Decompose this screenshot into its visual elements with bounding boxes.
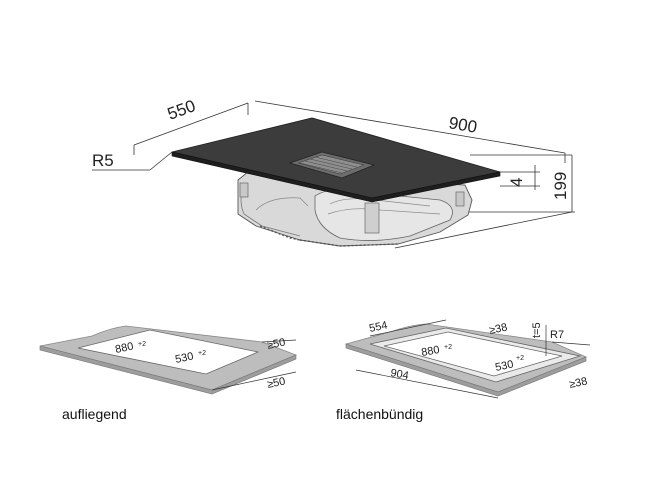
cutout-length-label: 880 — [420, 344, 440, 359]
extractor-grille — [288, 151, 376, 179]
glass-thickness-dimension: 4 — [507, 178, 526, 187]
caption-flush-mounted: flächenbündig — [336, 406, 424, 422]
min-front-distance: ≥50 — [266, 375, 286, 391]
min-back-distance: ≥50 — [266, 336, 286, 352]
depth-dimension: 550 — [165, 96, 198, 124]
cutout-length-tolerance: +2 — [138, 341, 146, 348]
rebate-depth-label: t=5 — [531, 322, 543, 338]
caption-surface-mounted: aufliegend — [62, 406, 127, 422]
cutout-length-label: 880 — [114, 340, 134, 356]
min-back-distance: ≥38 — [488, 321, 508, 337]
outer-depth-label: 554 — [368, 319, 388, 335]
cutout-depth-tolerance: +2 — [516, 355, 524, 362]
rebate-radius-label: R7 — [550, 329, 564, 341]
cutout-depth-label: 530 — [174, 350, 194, 366]
cutout-depth-tolerance: +2 — [198, 350, 206, 357]
surface-mounted-cutout: 880 +2 530 +2 ≥50 ≥50 — [39, 325, 298, 395]
corner-radius-label: R5 — [92, 151, 114, 170]
total-height-dimension: 199 — [551, 172, 570, 200]
outer-length-label: 904 — [389, 367, 409, 382]
flush-mounted-cutout: 554 904 880 +2 530 +2 ≥38 t=5 R7 ≥38 — [344, 319, 591, 399]
min-front-distance: ≥38 — [568, 375, 588, 391]
cutout-depth-label: 530 — [494, 358, 514, 374]
width-dimension: 900 — [447, 113, 478, 137]
cutout-length-tolerance: +2 — [444, 344, 452, 351]
hob-3d-view: 550 900 R5 4 199 — [92, 96, 575, 249]
